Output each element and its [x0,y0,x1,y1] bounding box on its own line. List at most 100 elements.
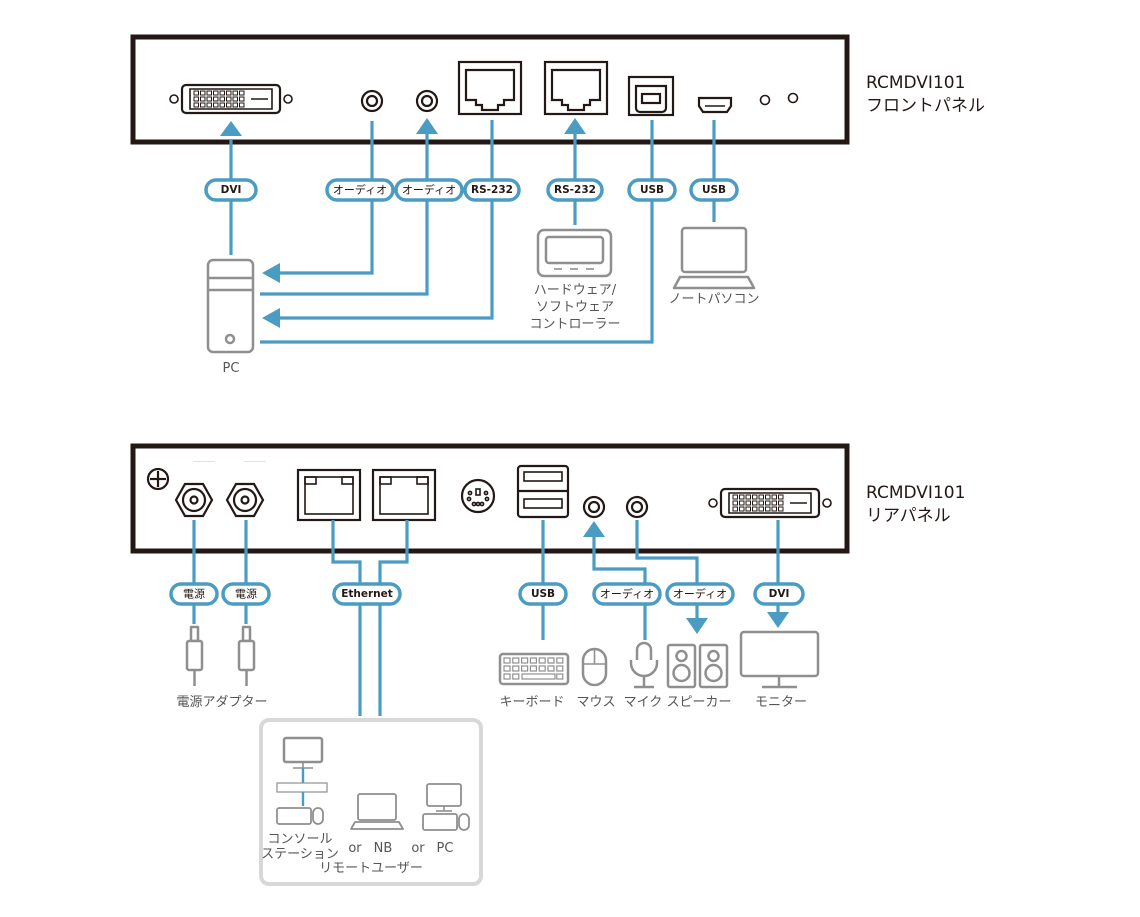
dvi-pin [193,96,199,102]
power-adapter-label: 電源アダプター [176,695,267,710]
svg-text:RS-232: RS-232 [471,184,513,196]
arrow-left-icon [262,308,280,328]
remote-users-box: コンソール ステーション or NB or PC リモートユーザー [259,718,483,886]
dvi-pin [206,90,212,96]
controller-icon [536,228,613,278]
dvi-pin [765,506,771,512]
cable-label-audio: オーディオ [592,582,662,606]
keyboard-key [512,665,520,672]
cable-label-power: 電源 [169,582,219,606]
front-cable-labels: DVI オーディオ オーディオ RS-232 RS-232 USB USB [204,178,739,202]
svg-text:USB: USB [640,184,664,196]
svg-text:USB: USB [702,184,726,196]
svg-text:オーディオ: オーディオ [673,587,727,601]
keyboard-icon [498,652,570,686]
cable-label-audio: オーディオ [325,178,395,202]
dvi-pin [732,500,738,506]
front-wires [220,118,716,344]
dvi-pin [239,102,245,108]
dvi-pin [739,506,745,512]
dvi-pin [200,96,206,102]
rear-cable-labels: 電源 電源 Ethernet USB オーディオ オーディオ DVI [169,582,805,606]
dvi-pin [739,494,745,500]
cable-label-rs232: RS-232 [546,178,604,202]
dvi-pin [752,494,758,500]
or-label: or [411,841,425,856]
svg-text:オーディオ: オーディオ [333,183,387,197]
led-icon [787,92,799,104]
front-panel-model: RCMDVI101 [866,73,965,93]
microphone-label: マイク [624,695,663,710]
laptop-icon [672,226,756,290]
dvi-pin [771,506,777,512]
rear-panel-model: RCMDVI101 [866,483,965,503]
dvi-pin [771,494,777,500]
dvi-pin [232,102,238,108]
or-label: or [348,841,362,856]
keyboard-key [503,673,511,680]
monitor-label: モニター [755,695,807,710]
nb-label: NB [374,841,393,856]
controller-label-3: コントローラー [529,317,620,332]
dvi-pin [745,506,751,512]
keyboard-key [556,673,564,680]
keyboard-key [556,657,564,664]
dvi-pin [745,494,751,500]
cable-label-dvi: DVI [204,178,258,202]
remote-users-title: リモートユーザー [319,861,423,876]
cable-label-ethernet: Ethernet [332,582,402,606]
svg-text:電源: 電源 [235,587,257,601]
ethernet-port-icon [296,468,362,522]
arrow-up-icon [564,118,586,134]
dvi-pin [226,102,232,108]
dvi-pin [232,96,238,102]
front-panel-name: フロントパネル [866,96,985,116]
console-station-icon [276,736,328,825]
audio-jack-icon [415,89,439,113]
dvi-pin [745,500,751,506]
svg-text:DVI: DVI [769,588,790,600]
microphone-icon [629,641,659,689]
arrow-up-icon [583,521,605,537]
dvi-pin [732,494,738,500]
cable-label-audio: オーディオ [394,178,464,202]
mouse-icon [581,647,608,687]
dvi-pin [765,494,771,500]
dvi-pin [752,506,758,512]
dvi-pin [213,102,219,108]
dvi-pin [206,102,212,108]
speaker-label: スピーカー [666,695,731,710]
power-jack-detail [174,462,286,518]
arrow-up-icon [220,121,242,136]
arrow-down-icon [686,618,708,634]
keyboard-key [547,657,555,664]
keyboard-key [547,665,555,672]
svg-text:Ethernet: Ethernet [341,588,393,600]
audio-jack-icon [360,89,384,113]
keyboard-label: キーボード [499,695,564,710]
dvi-pin [239,96,245,102]
dvi-pin [200,102,206,108]
dvi-pin [771,500,777,506]
rear-panel: RCMDVI101 リアパネル [130,443,965,554]
svg-text:オーディオ: オーディオ [402,183,456,197]
power-plug-icon [237,625,256,686]
laptop-label: ノートパソコン [668,292,759,307]
rs232-port-icon [457,60,523,116]
dvi-pin [219,96,225,102]
speaker-icon [666,643,729,689]
pc-label: PC [223,361,240,376]
svg-text:USB: USB [531,588,555,600]
svg-text:オーディオ: オーディオ [600,587,654,601]
dvi-pin [226,96,232,102]
keyboard-key [538,665,546,672]
monitor-icon [739,630,820,689]
dvi-pin [206,96,212,102]
dvi-pin [193,102,199,108]
dvi-pin [219,90,225,96]
cable-label-audio: オーディオ [665,582,735,606]
dvi-pin [213,90,219,96]
svg-text:RS-232: RS-232 [554,184,596,196]
controller-label-1: ハードウェア/ [534,283,617,298]
front-panel: RCMDVI101 フロントパネル [130,34,985,145]
